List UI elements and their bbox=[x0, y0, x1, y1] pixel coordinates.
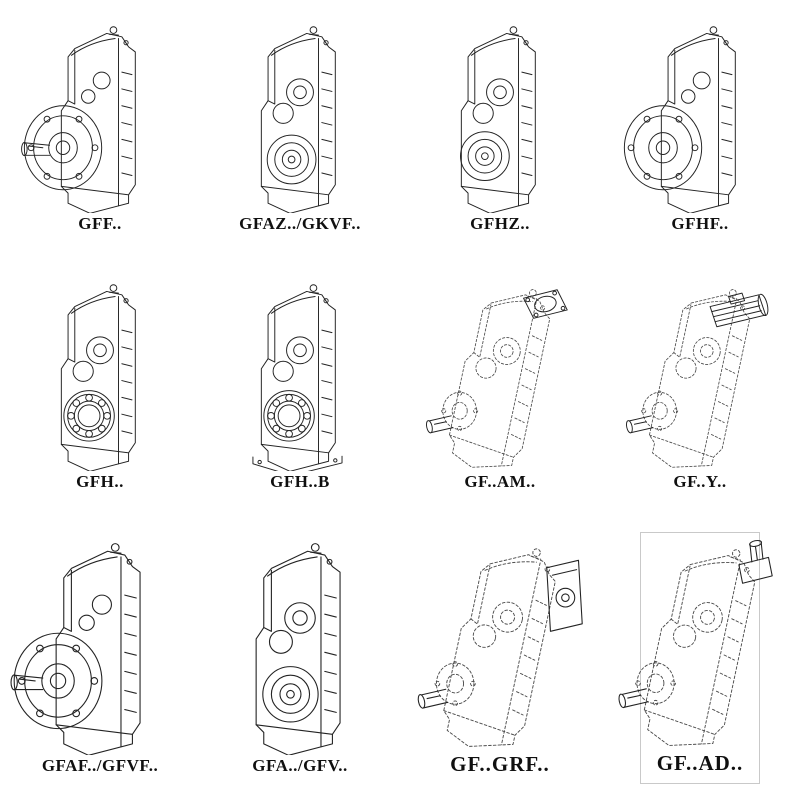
side-cover-unit bbox=[546, 559, 583, 632]
housing-outline-phantom bbox=[437, 536, 562, 751]
output-hub-phantom bbox=[441, 390, 479, 431]
catalog-cell-gfgrf: GF..GRF.. bbox=[416, 532, 583, 784]
catalog-cell-gfhf: GFHF.. bbox=[623, 16, 760, 242]
output-flange-disc bbox=[623, 105, 703, 191]
output-flange-disc bbox=[13, 632, 103, 730]
gearbox-drawing-gfh bbox=[4, 278, 196, 472]
housing-outline bbox=[60, 26, 136, 214]
gear-bores-phantom bbox=[473, 331, 524, 385]
technical-drawing bbox=[617, 537, 773, 750]
gear-bores bbox=[268, 602, 316, 654]
catalog-cell-gfhz: GFHZ.. bbox=[440, 16, 560, 242]
model-label: GF..GRF.. bbox=[450, 751, 550, 776]
catalog-cell-gfaf: GFAF../GFVF.. bbox=[10, 532, 160, 784]
model-label: GFH..B bbox=[270, 472, 330, 492]
housing-outline bbox=[460, 26, 536, 214]
housing-outline bbox=[55, 543, 141, 756]
gearbox-drawing-gfhz bbox=[404, 20, 596, 214]
technical-drawing bbox=[623, 26, 736, 214]
model-label: GFA../GFV.. bbox=[252, 756, 348, 776]
gear-cover-bosses bbox=[78, 594, 112, 631]
gearbox-drawing-gfad bbox=[604, 537, 796, 750]
gearbox-drawing-gff bbox=[4, 20, 196, 214]
technical-drawing bbox=[255, 543, 341, 756]
hollow-shaft-rings bbox=[266, 134, 317, 185]
technical-drawing bbox=[260, 26, 336, 214]
gear-cover-bosses bbox=[81, 71, 111, 104]
model-label: GF..AD.. bbox=[656, 750, 744, 775]
gear-bores bbox=[272, 78, 314, 124]
catalog-cell-gfh: GFH.. bbox=[40, 274, 160, 500]
technical-drawing bbox=[424, 278, 568, 472]
housing-outline-phantom bbox=[443, 278, 556, 472]
gearbox-drawing-gfaz bbox=[204, 20, 396, 214]
housing-outline bbox=[255, 543, 341, 756]
model-label: GFHZ.. bbox=[470, 214, 530, 234]
gearbox-drawing-gfhf bbox=[604, 20, 796, 214]
model-label: GF..Y.. bbox=[673, 472, 727, 492]
technical-drawing bbox=[21, 26, 136, 214]
technical-drawing bbox=[252, 284, 343, 472]
model-label: GFF.. bbox=[78, 214, 122, 234]
model-label: GFHF.. bbox=[671, 214, 729, 234]
gearbox-drawing-gfhb bbox=[204, 278, 396, 472]
output-hub-phantom bbox=[641, 390, 679, 431]
technical-drawing bbox=[60, 284, 136, 472]
gear-bores-phantom bbox=[673, 331, 724, 385]
catalog-cell-gfhb: GFH..B bbox=[240, 274, 360, 500]
technical-drawing bbox=[416, 536, 583, 751]
housing-outline bbox=[260, 284, 336, 472]
model-label: GF..AM.. bbox=[464, 472, 536, 492]
gear-bores bbox=[72, 336, 114, 382]
output-bearing bbox=[63, 390, 115, 442]
gearbox-drawing-gfaf bbox=[4, 536, 196, 756]
gearbox-drawing-gfgrf bbox=[404, 536, 596, 751]
model-label: GFH.. bbox=[76, 472, 124, 492]
model-label: GFAF../GFVF.. bbox=[41, 756, 159, 776]
housing-outline-phantom bbox=[643, 278, 756, 472]
model-label: GFAZ../GKVF.. bbox=[239, 214, 361, 234]
technical-drawing bbox=[624, 278, 771, 472]
catalog-cell-gff: GFF.. bbox=[21, 16, 160, 242]
output-shaft bbox=[21, 141, 51, 157]
hollow-shaft-rings bbox=[460, 131, 510, 182]
housing-outline-phantom bbox=[637, 537, 762, 750]
catalog-cell-gfad: GF..AD.. bbox=[617, 532, 773, 784]
gear-cover-bosses bbox=[681, 71, 711, 104]
catalog-cell-gfaz: GFAZ../GKVF.. bbox=[239, 16, 361, 242]
gearbox-drawing-gfy bbox=[604, 278, 796, 472]
technical-drawing bbox=[10, 543, 141, 756]
gear-bores-phantom bbox=[670, 596, 726, 655]
catalog-cell-gfa: GFA../GFV.. bbox=[240, 532, 360, 784]
housing-outline bbox=[260, 26, 336, 214]
gear-bores bbox=[272, 336, 314, 382]
output-hub-phantom bbox=[434, 661, 476, 707]
gearbox-drawing-gfa bbox=[204, 536, 396, 756]
output-flange-disc bbox=[23, 105, 103, 191]
technical-drawing bbox=[460, 26, 536, 214]
housing-outline bbox=[60, 284, 136, 472]
input-shaft-adapter bbox=[738, 538, 773, 584]
mounted-motor bbox=[709, 292, 771, 328]
gear-bores bbox=[472, 78, 514, 124]
gearbox-drawing-gfam bbox=[404, 278, 596, 472]
output-shaft bbox=[10, 674, 44, 691]
output-hub-phantom bbox=[635, 661, 676, 706]
housing-outline bbox=[660, 26, 736, 214]
gear-bores-phantom bbox=[470, 595, 526, 655]
catalog-cell-gfam: GF..AM.. bbox=[424, 274, 568, 500]
hollow-shaft-rings bbox=[262, 666, 319, 723]
catalog-cell-gfy: GF..Y.. bbox=[624, 274, 771, 500]
output-bearing bbox=[263, 390, 315, 442]
